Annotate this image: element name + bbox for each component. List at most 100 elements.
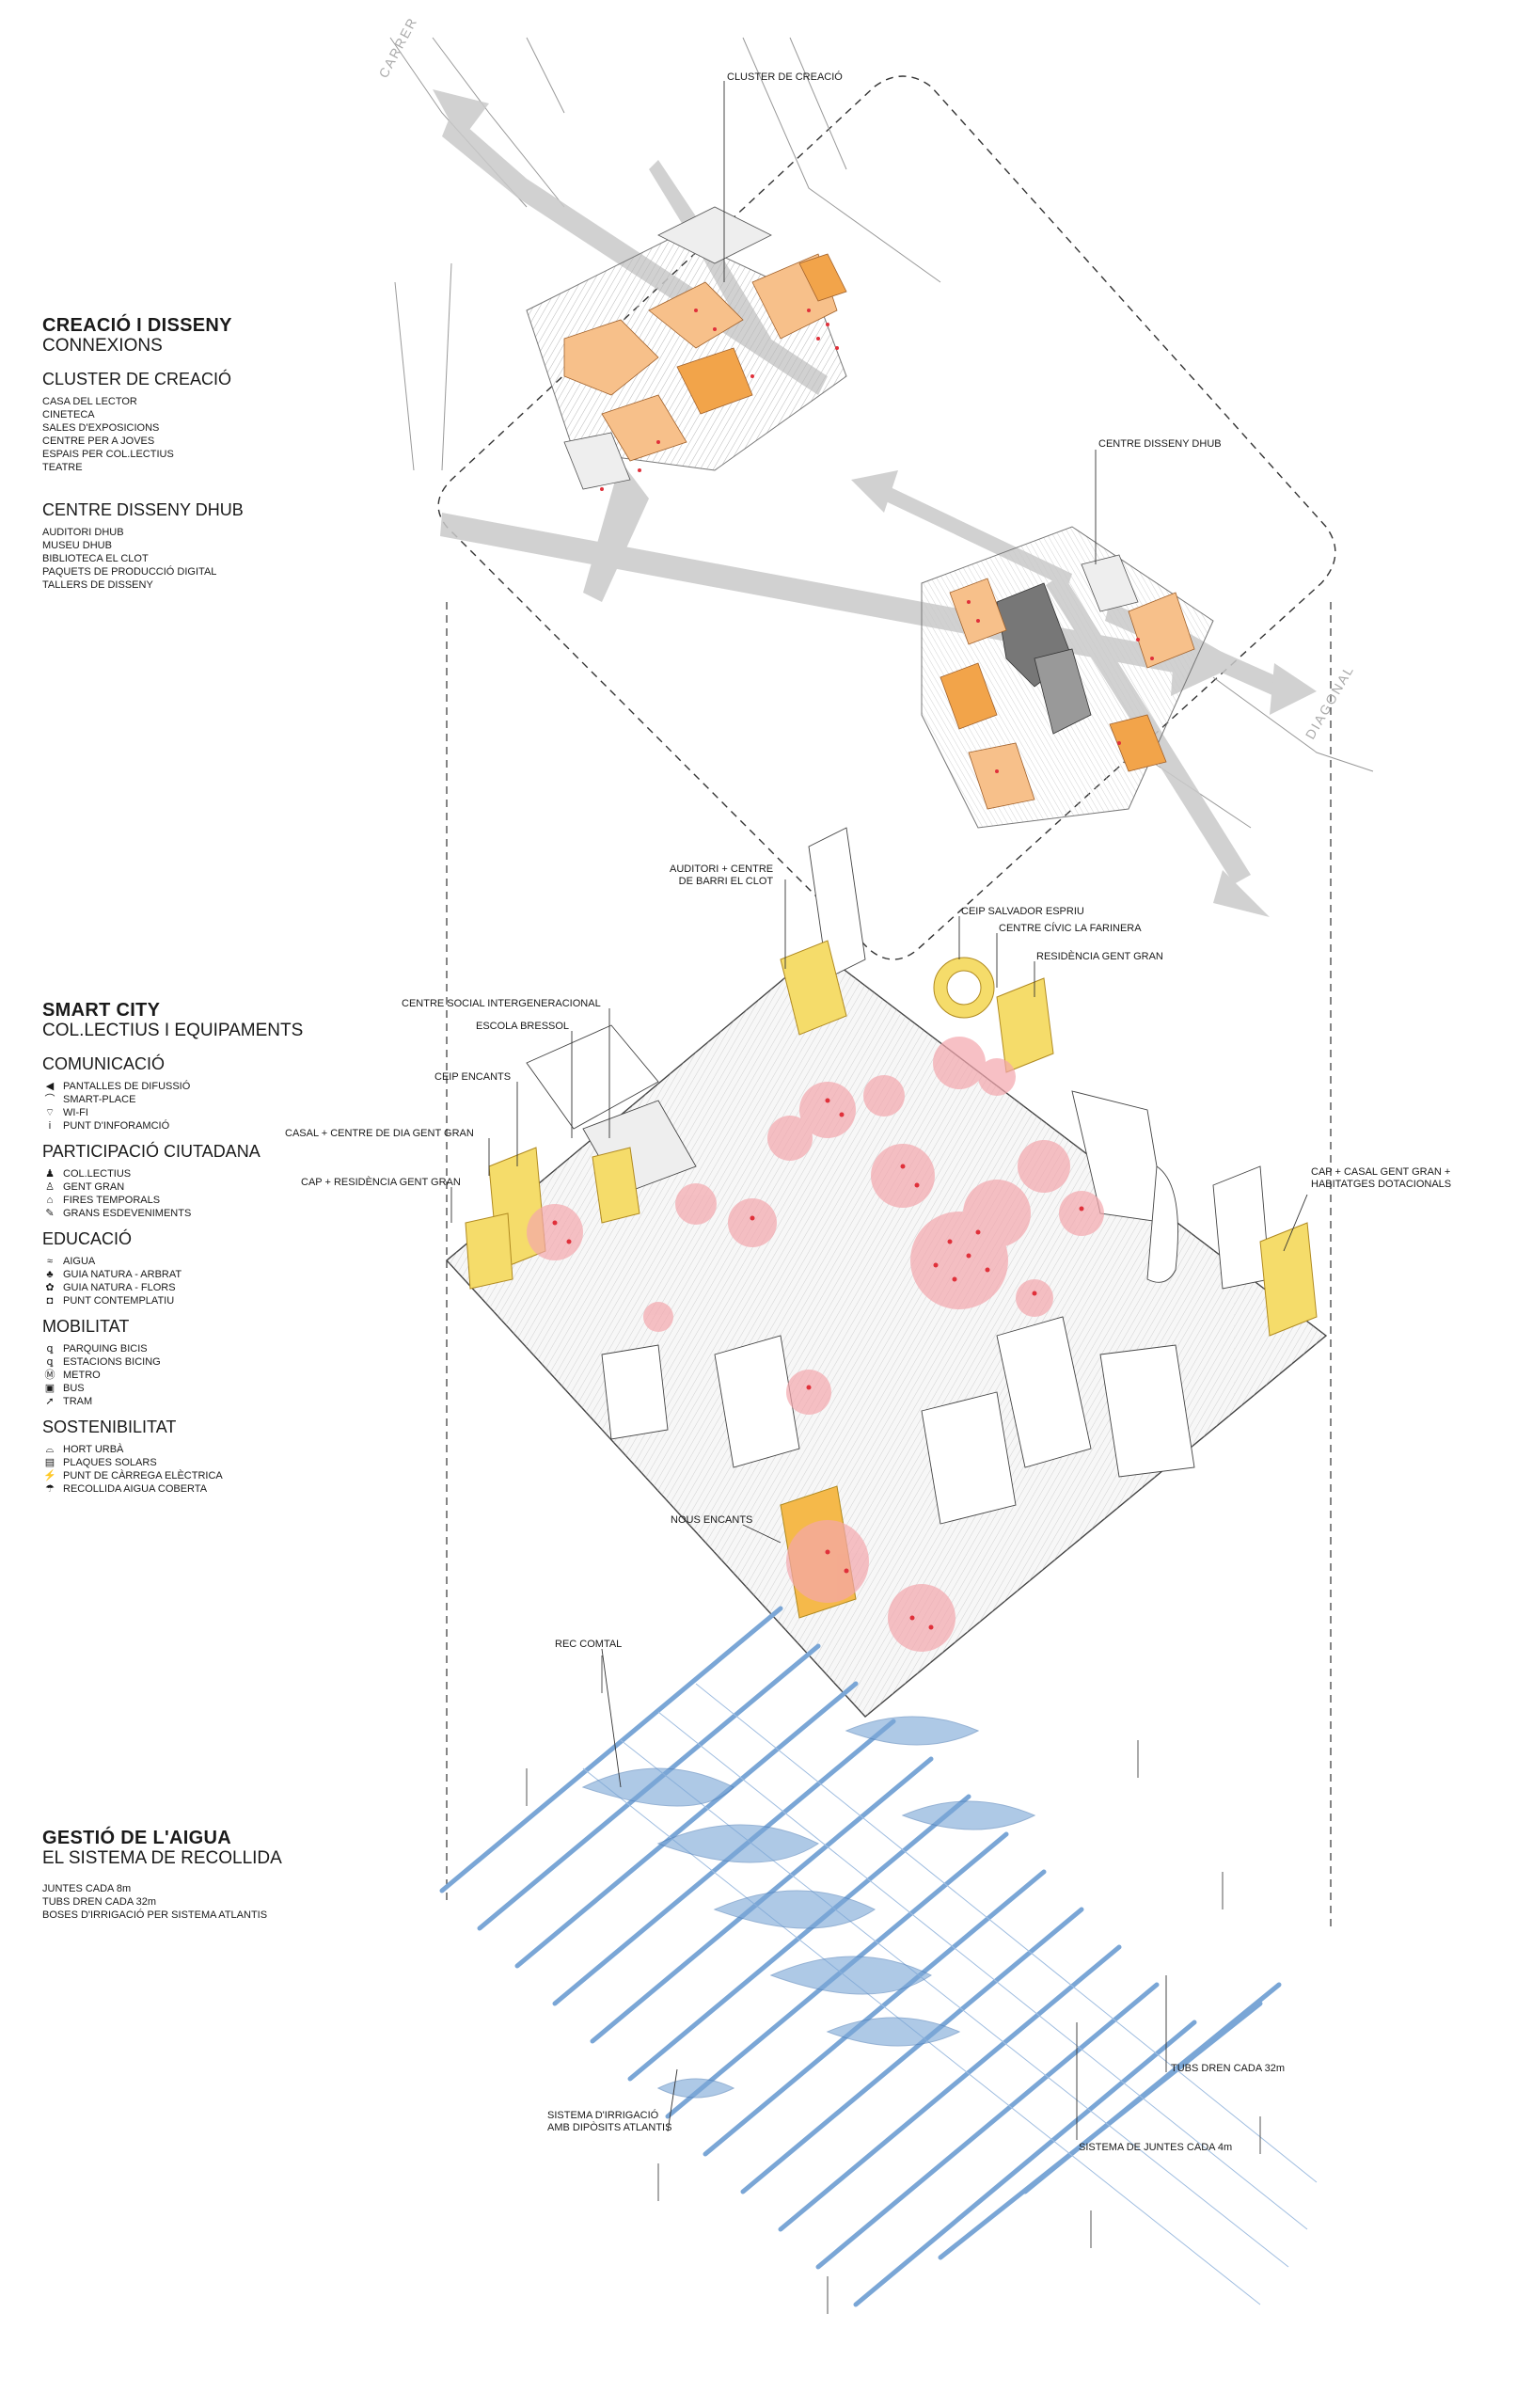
list-item: BOSES D'IRRIGACIÓ PER SISTEMA ATLANTIS bbox=[42, 1909, 268, 1921]
list-item: BIBLIOTECA EL CLOT bbox=[42, 553, 149, 564]
smart-city-layer bbox=[445, 827, 1328, 1718]
group-title: PARTICIPACIÓ CIUTADANA bbox=[42, 1142, 261, 1161]
legend-item: ◘PUNT CONTEMPLATIU bbox=[42, 1294, 437, 1307]
list-item: AUDITORI DHUB bbox=[42, 527, 124, 538]
list-item: ESPAIS PER COL.LECTIUS bbox=[42, 449, 174, 460]
label-cap-residencia: CAP + RESIDÈNCIA GENT GRAN bbox=[301, 1177, 461, 1188]
label-ceip-salvador-espriu: CEIP SALVADOR ESPRIU bbox=[961, 906, 1084, 917]
group-icon: ♟ bbox=[45, 1168, 55, 1180]
group-title: COMUNICACIÓ bbox=[42, 1054, 165, 1073]
legend-item: ⌂FIRES TEMPORALS bbox=[42, 1194, 437, 1207]
legend-item: ➚TRAM bbox=[42, 1395, 437, 1408]
legend-item: ⚡PUNT DE CÀRREGA ELÈCTRICA bbox=[43, 1470, 223, 1481]
group-title: SOSTENIBILITAT bbox=[42, 1418, 177, 1436]
bus-icon: ▣ bbox=[44, 1383, 55, 1394]
label-escola-bressol: ESCOLA BRESSOL bbox=[476, 1021, 570, 1032]
irrigation-basins bbox=[581, 1716, 1036, 2099]
list-item: CENTRE PER A JOVES bbox=[42, 436, 155, 447]
event-icon: ✎ bbox=[45, 1208, 55, 1219]
label-rec-comtal: REC COMTAL bbox=[555, 1639, 623, 1650]
legend-item: ♙GENT GRAN bbox=[42, 1180, 437, 1194]
smart-group-educacio: EDUCACIÓ ≈AIGUA ♣GUIA NATURA - ARBRAT ✿G… bbox=[42, 1229, 437, 1307]
list-item: CASA DEL LECTOR bbox=[42, 396, 137, 407]
legend-item: ✿GUIA NATURA - FLORS bbox=[42, 1281, 437, 1294]
cluster-creacio-massing bbox=[526, 206, 847, 490]
creacio-subtitle: CONNEXIONS bbox=[42, 336, 163, 356]
aigua-subtitle: EL SISTEMA DE RECOLLIDA bbox=[42, 1848, 282, 1868]
smart-subtitle: COL.LECTIUS I EQUIPAMENTS bbox=[42, 1021, 304, 1040]
water-icon: ≈ bbox=[46, 1256, 54, 1267]
group-title: EDUCACIÓ bbox=[42, 1229, 133, 1248]
flow-arrows bbox=[433, 89, 1317, 917]
legend-item: ▣BUS bbox=[42, 1382, 437, 1395]
label-residencia-gent-gran: RESIDÈNCIA GENT GRAN bbox=[1036, 951, 1163, 962]
dhub-massing bbox=[921, 526, 1214, 829]
flower-icon: ✿ bbox=[45, 1282, 55, 1293]
creacio-group-cluster: CLUSTER DE CREACIÓ CASA DEL LECTOR CINET… bbox=[42, 370, 437, 474]
bike-parking-icon: ꝗ bbox=[46, 1343, 54, 1354]
street-grid bbox=[389, 37, 1374, 829]
label-tubs-dren: TUBS DREN CADA 32m bbox=[1171, 2063, 1286, 2074]
smart-city-activity-circles bbox=[527, 1037, 1104, 1652]
legend-item: ☂RECOLLIDA AIGUA COBERTA bbox=[42, 1482, 437, 1496]
list-item: CINETECA bbox=[42, 409, 95, 420]
list-item: TALLERS DE DISSENY bbox=[42, 579, 153, 591]
label-sistema-juntes: SISTEMA DE JUNTES CADA 4m bbox=[1079, 2142, 1233, 2153]
rain-collection-icon: ☂ bbox=[45, 1483, 55, 1495]
camera-icon: ◘ bbox=[46, 1295, 54, 1307]
smart-city-activity-dots bbox=[552, 1098, 1084, 1630]
group-title: CLUSTER DE CREACIÓ bbox=[42, 370, 232, 388]
label-centre-social: CENTRE SOCIAL INTERGENERACIONAL bbox=[402, 998, 601, 1009]
group-title: MOBILITAT bbox=[42, 1317, 130, 1336]
smart-group-participacio: PARTICIPACIÓ CIUTADANA ♟COL.LECTIUS ♙GEN… bbox=[42, 1142, 437, 1220]
info-point-icon: i bbox=[48, 1120, 52, 1132]
smart-title: SMART CITY bbox=[42, 1000, 161, 1021]
creacio-group-dhub: CENTRE DISSENY DHUB AUDITORI DHUB MUSEU … bbox=[42, 500, 437, 592]
label-casal-centre-dia: CASAL + CENTRE DE DIA GENT GRAN bbox=[285, 1128, 474, 1139]
metro-icon: Ⓜ bbox=[44, 1370, 55, 1381]
label-centre-civic-farinera: CENTRE CÍVIC LA FARINERA bbox=[999, 923, 1142, 934]
speaker-icon: ◀ bbox=[45, 1081, 55, 1092]
smart-group-sostenibilitat: SOSTENIBILITAT ⌓HORT URBÀ ▤PLAQUES SOLAR… bbox=[42, 1418, 437, 1496]
label-ceip-encants: CEIP ENCANTS bbox=[434, 1071, 512, 1083]
aigua-title: GESTIÓ DE L'AIGUA bbox=[42, 1828, 231, 1848]
list-item: PAQUETS DE PRODUCCIÓ DIGITAL bbox=[42, 566, 217, 578]
legend-item: ▤PLAQUES SOLARS bbox=[42, 1456, 437, 1469]
list-item: TUBS DREN CADA 32m bbox=[42, 1896, 157, 1908]
wifi-icon: ⌔ bbox=[44, 1107, 55, 1118]
elderly-icon: ♙ bbox=[45, 1181, 55, 1193]
list-item: TEATRE bbox=[42, 462, 83, 473]
creacio-layer bbox=[389, 37, 1374, 960]
legend-item: ⌒SMART-PLACE bbox=[42, 1093, 437, 1106]
creacio-activity-dots bbox=[600, 309, 1154, 773]
legend-item: ⌔WI-FI bbox=[42, 1106, 437, 1119]
aigua-layer bbox=[439, 1606, 1318, 2314]
solar-panel-icon: ▤ bbox=[44, 1457, 55, 1468]
legend-smart-city: SMART CITY COL.LECTIUS I EQUIPAMENTS COM… bbox=[42, 1000, 437, 1505]
list-item: MUSEU DHUB bbox=[42, 540, 112, 551]
smart-city-buildings bbox=[526, 827, 1271, 1525]
legend-item: ⌓HORT URBÀ bbox=[42, 1443, 437, 1456]
garden-icon: ⌓ bbox=[45, 1444, 55, 1455]
legend-item: ♣GUIA NATURA - ARBRAT bbox=[42, 1268, 437, 1281]
market-icon: ⌂ bbox=[46, 1195, 54, 1206]
tram-icon: ➚ bbox=[45, 1396, 55, 1407]
legend-creacio: CREACIÓ I DISSENY CONNEXIONS CLUSTER DE … bbox=[42, 315, 437, 601]
charging-icon: ⚡ bbox=[43, 1470, 56, 1481]
list-item: SALES D'EXPOSICIONS bbox=[42, 422, 160, 434]
label-nous-encants: NOUS ENCANTS bbox=[671, 1514, 753, 1526]
legend-item: ≈AIGUA bbox=[42, 1255, 437, 1268]
legend-item: ◀PANTALLES DE DIFUSSIÓ bbox=[42, 1080, 437, 1093]
creacio-title: CREACIÓ I DISSENY bbox=[42, 315, 232, 336]
legend-item: ♟COL.LECTIUS bbox=[42, 1167, 437, 1180]
legend-item: ✎GRANS ESDEVENIMENTS bbox=[42, 1207, 437, 1220]
tree-marks bbox=[526, 1656, 1261, 2314]
layer-connectors bbox=[446, 602, 1332, 1928]
